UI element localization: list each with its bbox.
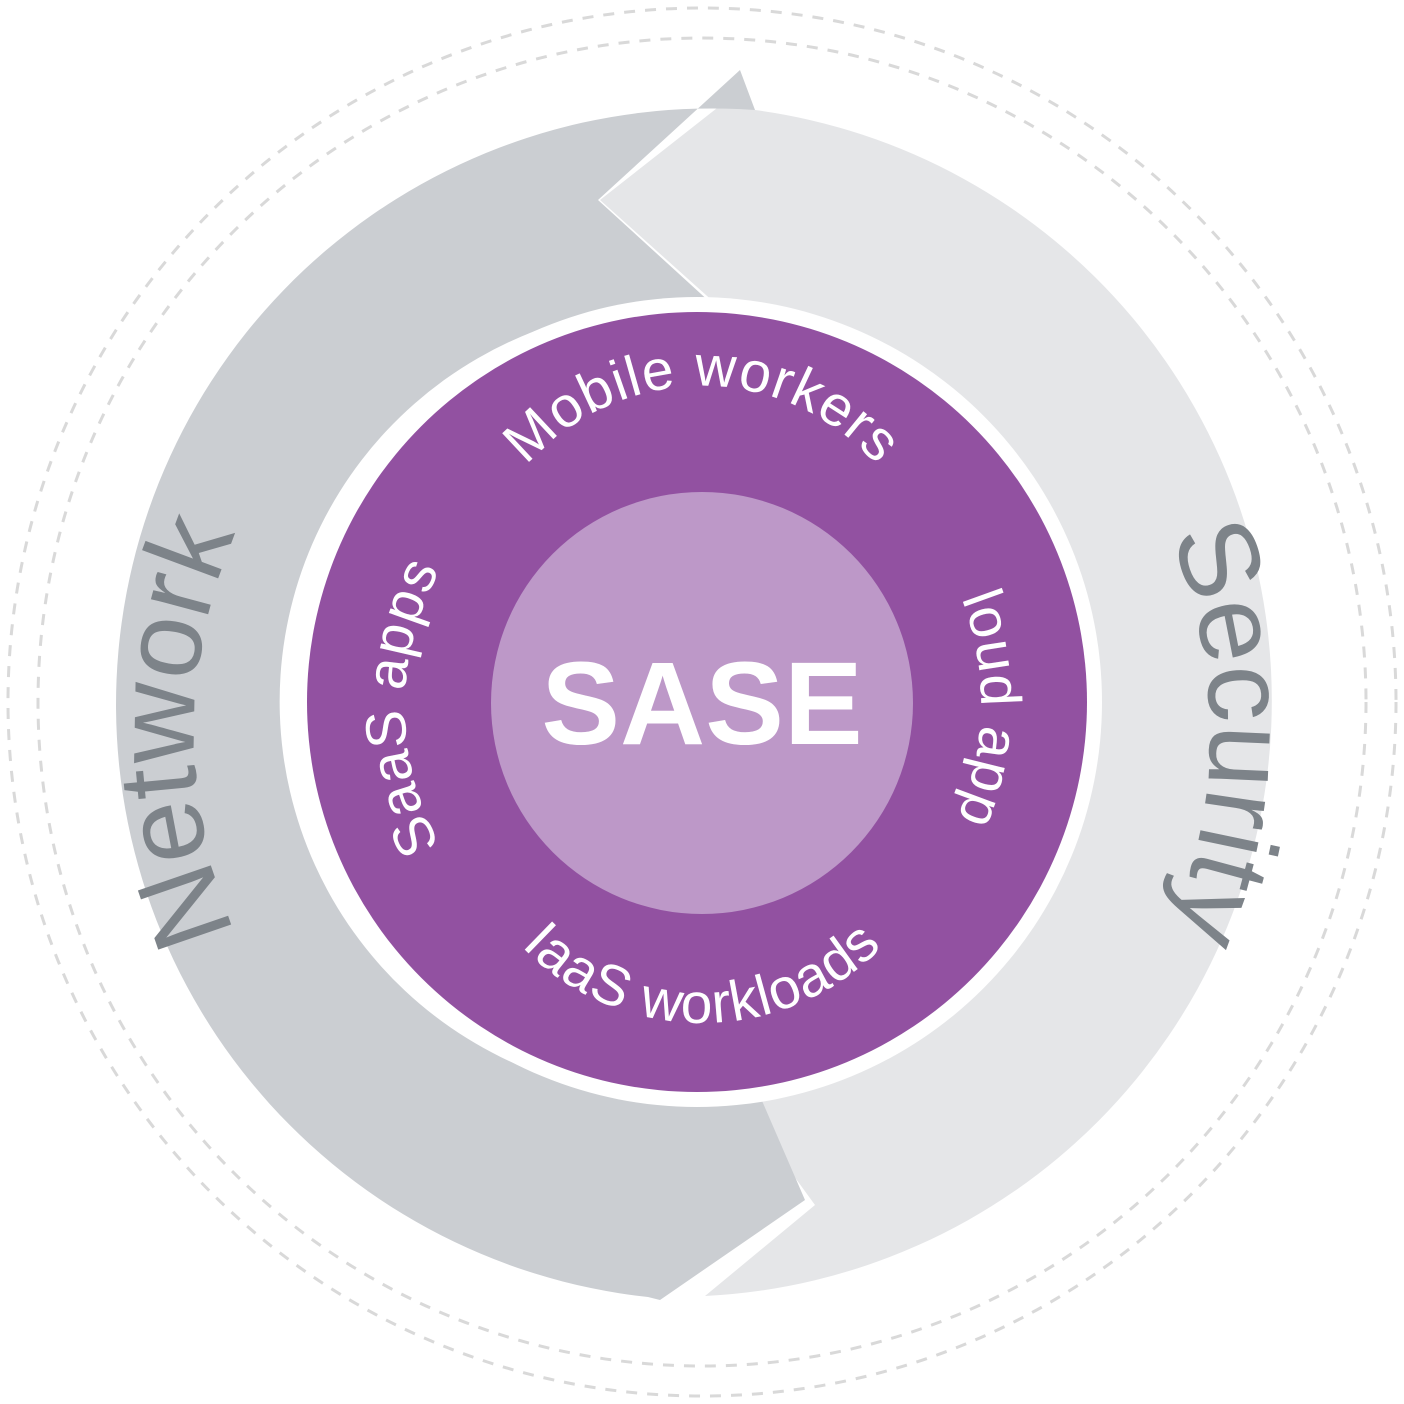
sase-label: SASE [541, 638, 862, 770]
core-circle [491, 492, 913, 914]
network-arrow [116, 70, 806, 1300]
dashed-outer-circles [6, 6, 1398, 1398]
cycle-arrows [116, 70, 1272, 1300]
outer-labels: Network Security [92, 497, 1312, 966]
security-arrow [600, 90, 1272, 1296]
dashed-outer-circle [6, 6, 1398, 1398]
dashed-inner-circle [36, 36, 1368, 1368]
inner-ring [292, 297, 1102, 1107]
